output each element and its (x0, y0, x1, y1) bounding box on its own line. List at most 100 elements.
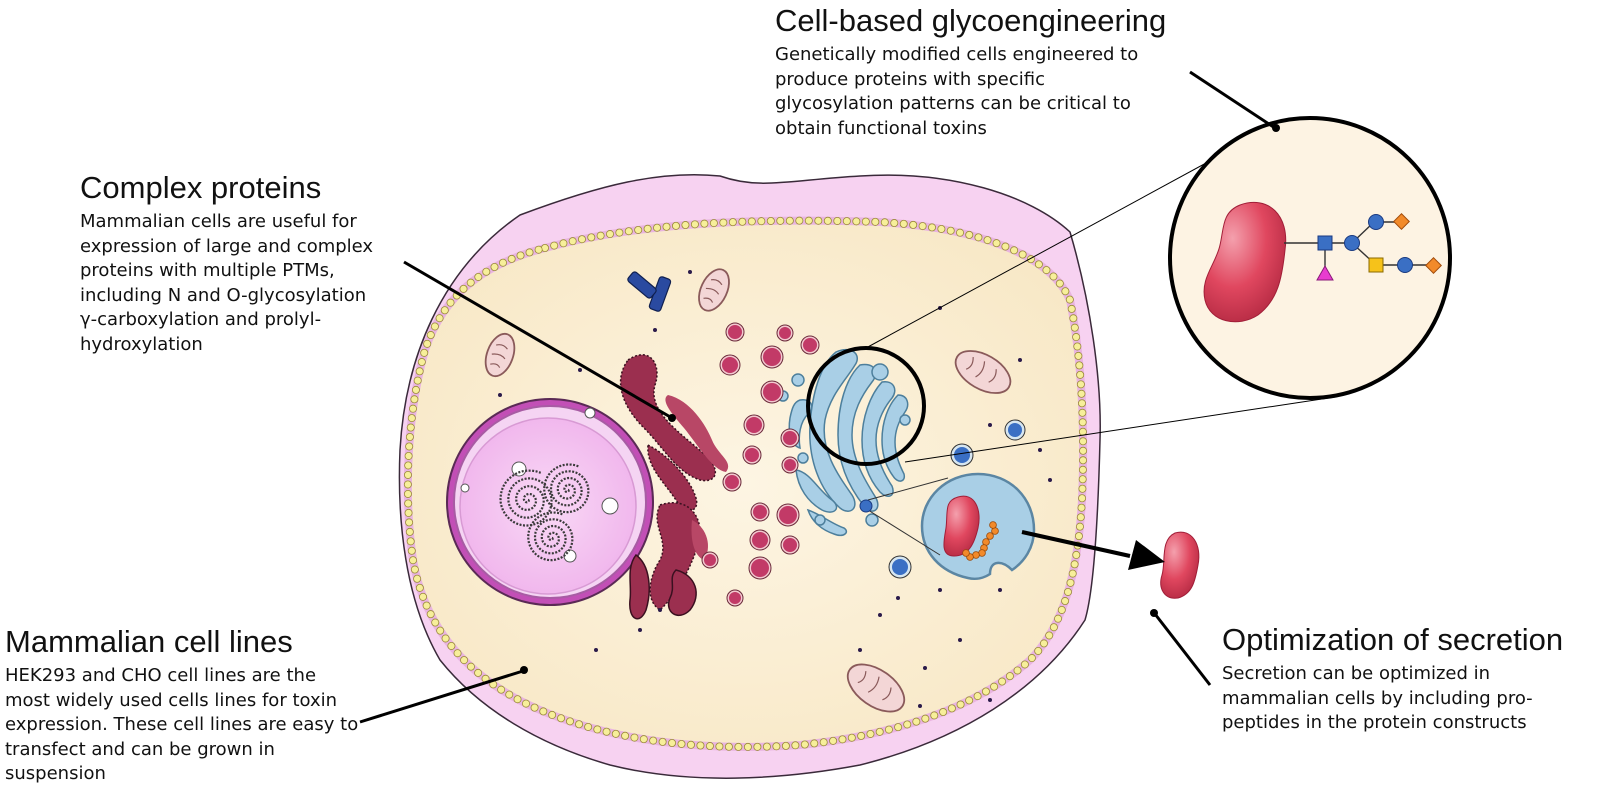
glyco-line: glycosylation patterns can be critical t… (775, 93, 1131, 114)
membrane-bead (772, 742, 781, 751)
membrane-bead (431, 618, 440, 627)
membrane-bead (847, 733, 856, 742)
chromatin-spiral (527, 511, 574, 562)
celllines-title: Mammalian cell lines (5, 624, 293, 659)
vesicle (783, 431, 797, 445)
membrane-bead (861, 217, 870, 226)
membrane-bead (912, 717, 921, 726)
vesicle (763, 348, 781, 366)
membrane-bead (658, 737, 667, 746)
membrane-bead (587, 233, 596, 242)
membrane-bead (781, 741, 790, 750)
membrane-bead (1057, 605, 1066, 614)
membrane-bead (1077, 399, 1086, 408)
membrane-bead (1075, 522, 1084, 531)
membrane-bead (639, 735, 648, 744)
membrane-bead (1079, 437, 1088, 446)
membrane-bead (621, 731, 630, 740)
complex-line: proteins with multiple PTMs, (80, 260, 335, 281)
secretion-title: Optimization of secretion (1222, 622, 1564, 657)
membrane-bead (738, 217, 747, 226)
membrane-bead (513, 695, 522, 704)
zoom-line-top (865, 149, 1231, 349)
membrane-bead (866, 729, 875, 738)
vesicle (784, 459, 796, 471)
membrane-bead (757, 217, 766, 226)
membrane-bead (992, 239, 1001, 248)
membrane-bead (407, 546, 416, 555)
membrane-bead (498, 258, 507, 267)
membrane-bead (956, 700, 965, 709)
membrane-bead (899, 219, 908, 228)
propeptide-bead (962, 549, 970, 557)
callout-celllines-line (359, 669, 524, 724)
membrane-bead (1049, 623, 1058, 632)
membrane-bead (406, 537, 415, 546)
secretory-vesicle (920, 472, 1036, 581)
membrane-bead (447, 641, 456, 650)
membrane-bead (441, 634, 450, 643)
membrane-bead (833, 216, 842, 225)
mitochondria (484, 268, 1012, 713)
membrane-bead (1076, 380, 1085, 389)
membrane-bead (973, 692, 982, 701)
membrane-bead (403, 489, 412, 498)
membrane-bead (426, 610, 435, 619)
zoom-line-bottom (904, 396, 1336, 463)
secretion-arrow-head (1128, 540, 1165, 570)
callout-secretion-dot (1150, 609, 1158, 617)
blue-vesicle (1008, 423, 1022, 437)
golgi-vesicles (888, 419, 1026, 579)
membrane-bead (605, 230, 614, 239)
membrane-bead (409, 556, 418, 565)
membrane-bead (671, 221, 680, 230)
membrane-bead (1054, 614, 1063, 623)
membrane-bead (1055, 279, 1064, 288)
membrane-bead (734, 742, 743, 751)
membrane-bead (939, 708, 948, 717)
membrane-bead (1013, 666, 1022, 675)
centrioles (627, 271, 672, 312)
membrane-bead (1045, 631, 1054, 640)
membrane-bead (1067, 304, 1076, 313)
membrane-bead (596, 231, 605, 240)
membrane-bead (918, 222, 927, 231)
membrane-bead (1061, 287, 1070, 296)
complex-title: Complex proteins (80, 170, 322, 205)
membrane-bead (525, 248, 534, 257)
membrane-bead (983, 236, 992, 245)
vesicle (725, 475, 739, 489)
membrane-bead (838, 735, 847, 744)
secretion-arrow-line (1021, 530, 1131, 558)
membrane-bead (404, 451, 413, 460)
complex-line: γ-carboxylation and prolyl- (80, 309, 322, 330)
callout-celllines-dot (520, 666, 528, 674)
vesicle (722, 357, 738, 373)
propeptide-chain (962, 521, 999, 561)
callout-glyco-line (1189, 70, 1276, 130)
membrane-bead (1034, 260, 1043, 269)
glyco-line: produce proteins with specific (775, 68, 1045, 90)
membrane-bead (430, 322, 439, 331)
secretion-line: peptides in the protein constructs (1222, 712, 1527, 733)
membrane-bead (409, 404, 418, 413)
membrane-bead (743, 742, 752, 751)
membrane-bead (1078, 475, 1087, 484)
membrane-bead (436, 626, 445, 635)
membrane-bead (649, 736, 658, 745)
vesicle (729, 592, 741, 604)
membrane-bead (422, 601, 431, 610)
membrane-bead (521, 699, 530, 708)
membrane-bead (446, 298, 455, 307)
membrane-bead (1074, 351, 1083, 360)
membrane-bead (539, 707, 548, 716)
membrane-bead (724, 742, 733, 751)
glcnac-square-icon (1317, 235, 1333, 251)
propeptide-bead (986, 532, 994, 540)
galactose-diamond-lower-icon (1425, 257, 1442, 274)
membrane-bead (705, 742, 714, 751)
membrane-bead (411, 385, 420, 394)
membrane-bead (404, 499, 413, 508)
membrane-bead (404, 461, 413, 470)
membrane-bead (1020, 660, 1029, 669)
